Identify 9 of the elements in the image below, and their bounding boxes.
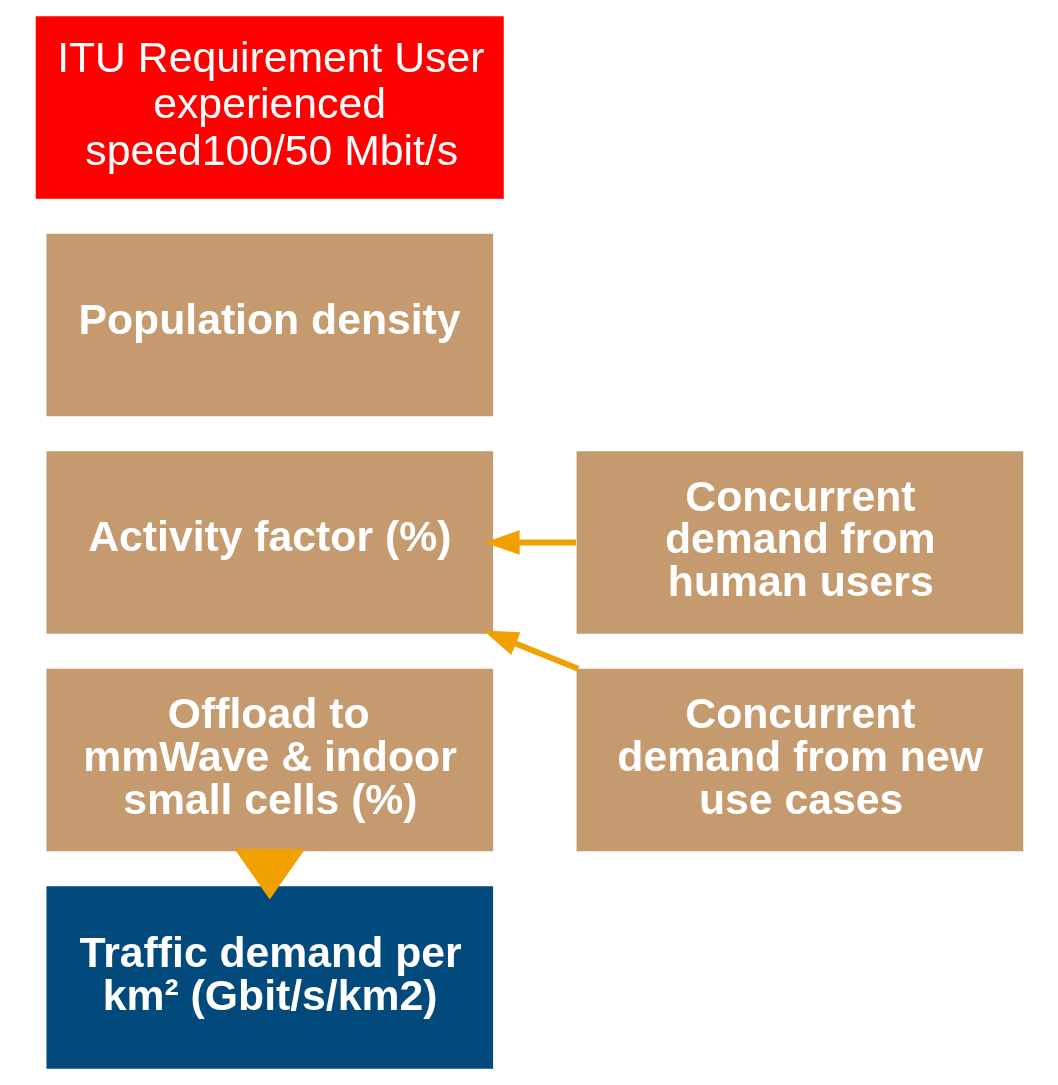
node-box: Traffic demand per km² (Gbit/s/km2) [45,886,493,1069]
arrow [484,530,576,555]
node-box: Concurrent demand from human users [576,451,1023,634]
node-box: Activity factor (%) [45,451,493,634]
arrow [482,630,579,672]
node-box: Concurrent demand from new use cases [576,668,1023,852]
node-box: Population density [45,233,493,417]
node-box: Offload to mmWave & indoor small cells (%) [45,668,493,852]
node-box: ITU Requirement User experienced speed100/50 Mbit/s [35,16,504,199]
